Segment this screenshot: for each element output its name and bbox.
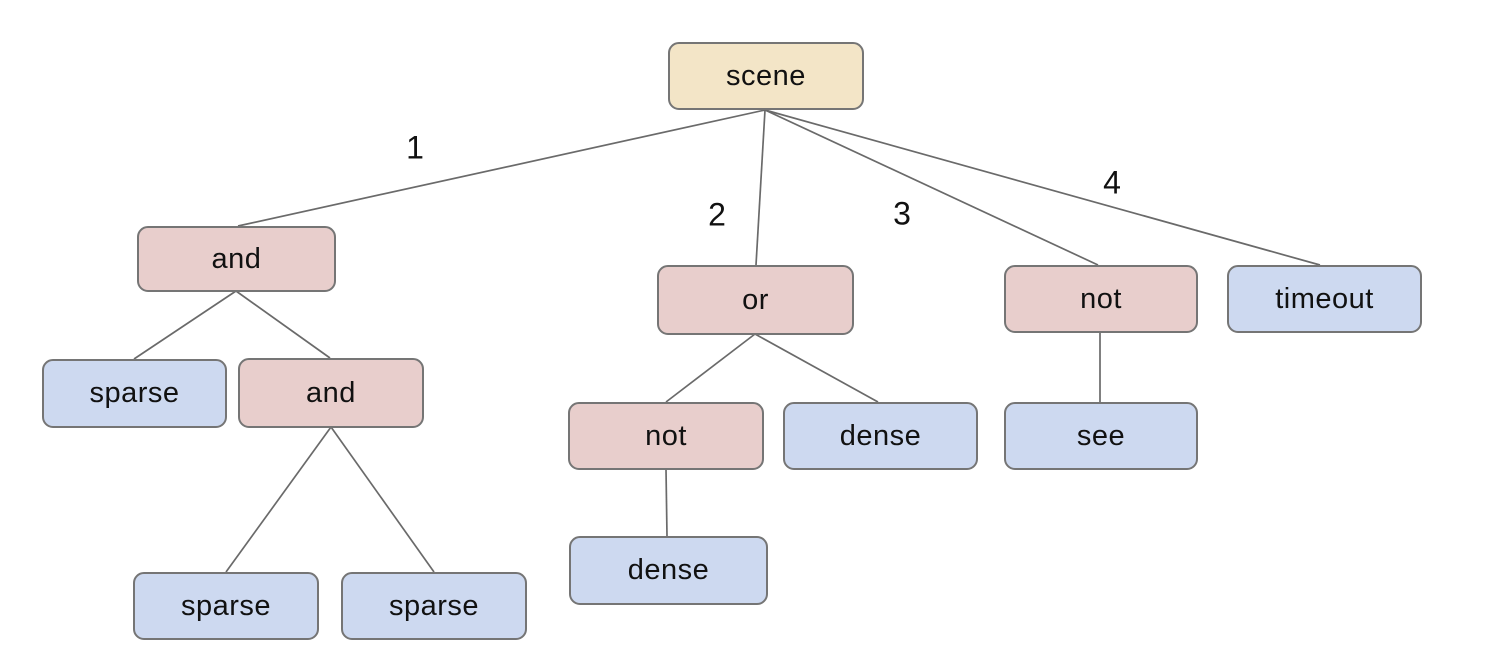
node-see: see xyxy=(1004,402,1198,470)
edge-label-2: 2 xyxy=(708,196,726,233)
node-not-1: not xyxy=(1004,265,1198,333)
node-and-2: and xyxy=(238,358,424,428)
edge-label-1: 1 xyxy=(406,129,424,166)
node-sparse-1: sparse xyxy=(42,359,227,428)
edge-scene-not-1 xyxy=(764,109,1099,266)
edge-or-dense-1 xyxy=(754,333,879,403)
edge-label-3: 3 xyxy=(893,195,911,232)
node-dense-1: dense xyxy=(783,402,978,470)
edge-and-2-sparse-2 xyxy=(225,426,332,573)
edge-scene-or xyxy=(755,109,766,266)
node-sparse-2: sparse xyxy=(133,572,319,640)
edge-not-2-dense-2 xyxy=(665,468,668,537)
edge-and-2-sparse-3 xyxy=(330,426,435,573)
node-sparse-3: sparse xyxy=(341,572,527,640)
node-scene: scene xyxy=(668,42,864,110)
node-dense-2: dense xyxy=(569,536,768,605)
edge-label-4: 4 xyxy=(1103,164,1121,201)
node-not-2: not xyxy=(568,402,764,470)
edge-scene-and-1 xyxy=(237,109,766,227)
edge-and-1-sparse-1 xyxy=(133,290,237,360)
node-and-1: and xyxy=(137,226,336,292)
edge-scene-timeout xyxy=(764,109,1321,266)
edge-or-not-2 xyxy=(665,333,756,403)
node-or: or xyxy=(657,265,854,335)
edge-and-1-and-2 xyxy=(235,290,331,359)
node-timeout: timeout xyxy=(1227,265,1422,333)
